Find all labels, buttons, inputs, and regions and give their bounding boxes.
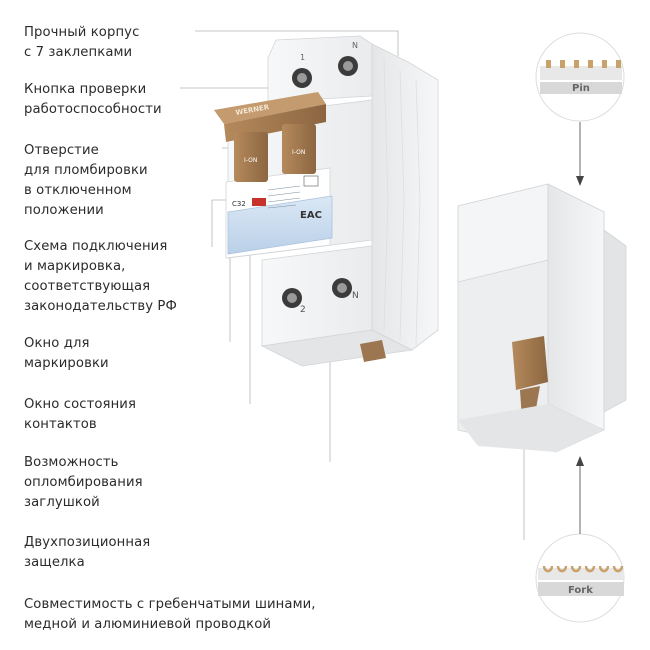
rear-latch (512, 336, 548, 390)
feature-compatibility: Совместимость с гребенчатыми шинами, мед… (24, 597, 316, 632)
din-latch (360, 340, 386, 362)
pin-busbar-badge: Pin (535, 32, 625, 122)
handle-label-left: I-ON (244, 157, 257, 164)
breaker-side-panel (371, 43, 439, 351)
fork-busbar-label: Fork (568, 585, 593, 596)
feature-contact-window: Окно состояния контактов (24, 397, 137, 432)
rear-breaker (457, 183, 627, 453)
front-breaker: 1 N I-ON I-ON WERNER C32 EAC (214, 35, 439, 367)
feature-seal-hole: Отверстие для пломбировки в отключенном … (24, 143, 148, 218)
leader-test-button (180, 87, 276, 95)
terminal-bottom-right-label: N (352, 291, 359, 301)
marking-window (227, 195, 333, 255)
wiring-diagram (303, 175, 319, 187)
feature-plug-seal: Возможность опломбирования заглушкой (24, 455, 143, 510)
pin-busbar-label: Pin (572, 83, 590, 94)
feature-latch: Двухпозиционная защелка (24, 535, 151, 570)
leader-wiring (211, 199, 232, 247)
feature-marking-window: Окно для маркировки (24, 336, 109, 371)
handle-pole-left (234, 132, 268, 182)
feature-test-button: Кнопка проверки работоспособности (24, 82, 162, 117)
terminal-top-left-label: 1 (300, 53, 305, 62)
contact-state-window (252, 198, 266, 206)
feature-housing: Прочный корпус с 7 заклепками (24, 25, 140, 60)
terminal-bottom-left-label: 2 (300, 305, 306, 315)
handle-label-right: I-ON (292, 149, 305, 156)
model-badge: C32 (232, 200, 246, 208)
leader-housing (195, 30, 399, 56)
handle: I-ON I-ON WERNER (214, 92, 326, 182)
feature-wiring-diagram: Схема подключения и маркировка, соответс… (24, 239, 177, 314)
eac-mark: EAC (300, 210, 322, 221)
handle-pole-right (282, 124, 316, 174)
terminal-top-right-label: N (352, 41, 358, 50)
fork-busbar-badge: Fork (535, 533, 625, 623)
